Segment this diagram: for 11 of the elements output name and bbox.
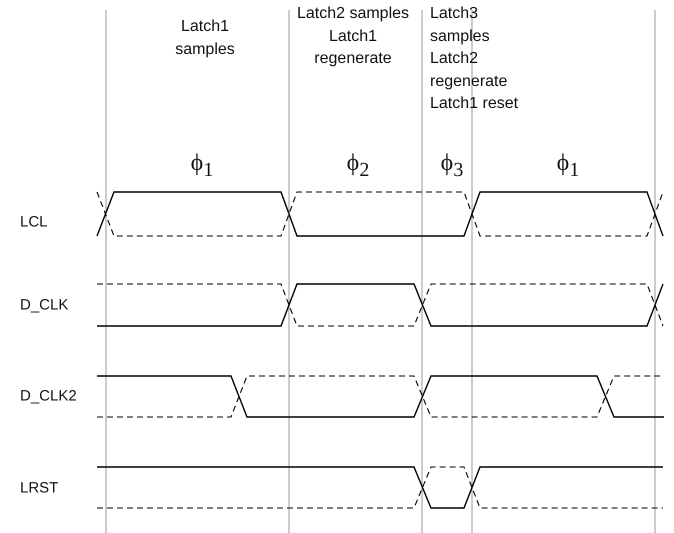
phase-label: ϕ$_{1}$ xyxy=(190,150,214,182)
phase-label: ϕ$_{1}$ xyxy=(556,150,580,182)
phase-description: Latch2 samples Latch1 regenerate xyxy=(296,4,410,69)
signal-name: D_CLK xyxy=(20,296,68,314)
signal-name: D_CLK2 xyxy=(20,388,77,404)
phase-label: ϕ$_{3}$ xyxy=(440,150,464,182)
phase-description: Latch3 samples Latch2 regenerate Latch1 reset xyxy=(430,4,520,114)
phase-description: Latch1 samples xyxy=(174,17,236,60)
signal-name: LCL xyxy=(20,214,48,230)
signal-name: LRST xyxy=(20,480,58,496)
phase-label: ϕ$_{2}$ xyxy=(346,150,370,182)
